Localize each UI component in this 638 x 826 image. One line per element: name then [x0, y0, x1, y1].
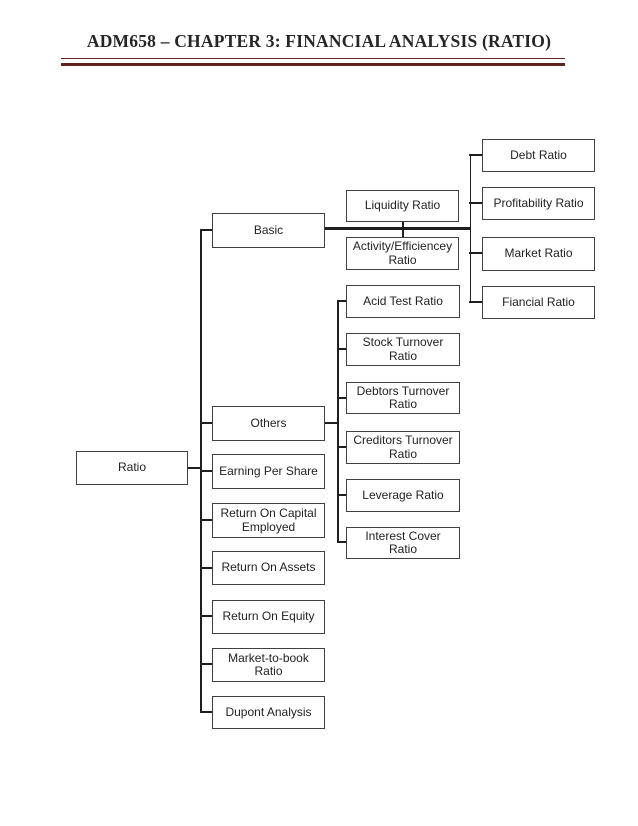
- connector-tick-roe: [200, 615, 212, 617]
- title-underline: [61, 58, 565, 66]
- connector-basic-bus: [325, 227, 471, 230]
- connector-tick-roa: [200, 567, 212, 569]
- node-creditors-turnover-ratio: Creditors Turnover Ratio: [346, 431, 460, 464]
- node-acid-test-ratio: Acid Test Ratio: [346, 285, 460, 318]
- node-leverage-ratio: Leverage Ratio: [346, 479, 460, 512]
- connector-tick-debt: [469, 154, 482, 156]
- connector-others-stub: [325, 421, 338, 424]
- node-basic: Basic: [212, 213, 325, 248]
- node-profitability-ratio: Profitability Ratio: [482, 187, 595, 220]
- node-liquidity-ratio: Liquidity Ratio: [346, 190, 459, 222]
- node-return-on-equity: Return On Equity: [212, 600, 325, 634]
- node-stock-turnover-ratio: Stock Turnover Ratio: [346, 333, 460, 366]
- connector-tick-mtb: [200, 663, 212, 665]
- connector-tick-leverage: [337, 494, 346, 496]
- connector-others-bracket: [337, 300, 339, 543]
- connector-tick-market: [469, 252, 482, 254]
- node-return-on-assets: Return On Assets: [212, 551, 325, 585]
- connector-right-bracket: [469, 154, 471, 303]
- node-market-to-book-ratio: Market-to-book Ratio: [212, 648, 325, 682]
- node-interest-cover-ratio: Interest Cover Ratio: [346, 527, 460, 559]
- connector-tick-stock: [337, 348, 346, 350]
- node-return-on-capital-employed: Return On Capital Employed: [212, 503, 325, 538]
- connector-liquidity-activity-tick: [402, 221, 404, 237]
- node-debtors-turnover-ratio: Debtors Turnover Ratio: [346, 382, 460, 414]
- node-ratio: Ratio: [76, 451, 188, 485]
- node-market-ratio: Market Ratio: [482, 237, 595, 271]
- connector-tick-debtors: [337, 397, 346, 399]
- connector-tick-basic: [200, 229, 212, 231]
- node-dupont-analysis: Dupont Analysis: [212, 696, 325, 729]
- node-others: Others: [212, 406, 325, 441]
- connector-tick-acid: [337, 300, 346, 302]
- connector-tick-fiancial: [469, 301, 482, 303]
- connector-tick-dupont: [200, 711, 212, 713]
- connector-ratio-stub: [188, 467, 202, 469]
- node-fiancial-ratio: Fiancial Ratio: [482, 286, 595, 319]
- connector-tick-others: [200, 422, 212, 424]
- connector-tick-interest: [337, 541, 346, 543]
- connector-tick-profitability: [469, 202, 482, 204]
- connector-tick-creditors: [337, 446, 346, 448]
- connector-tick-roce: [200, 519, 212, 521]
- node-activity-efficiency-ratio: Activity/Efficiencey Ratio: [346, 237, 459, 270]
- node-earning-per-share: Earning Per Share: [212, 454, 325, 489]
- connector-tick-eps: [200, 470, 212, 472]
- page-title: ADM658 – CHAPTER 3: FINANCIAL ANALYSIS (…: [86, 31, 552, 51]
- node-debt-ratio: Debt Ratio: [482, 139, 595, 172]
